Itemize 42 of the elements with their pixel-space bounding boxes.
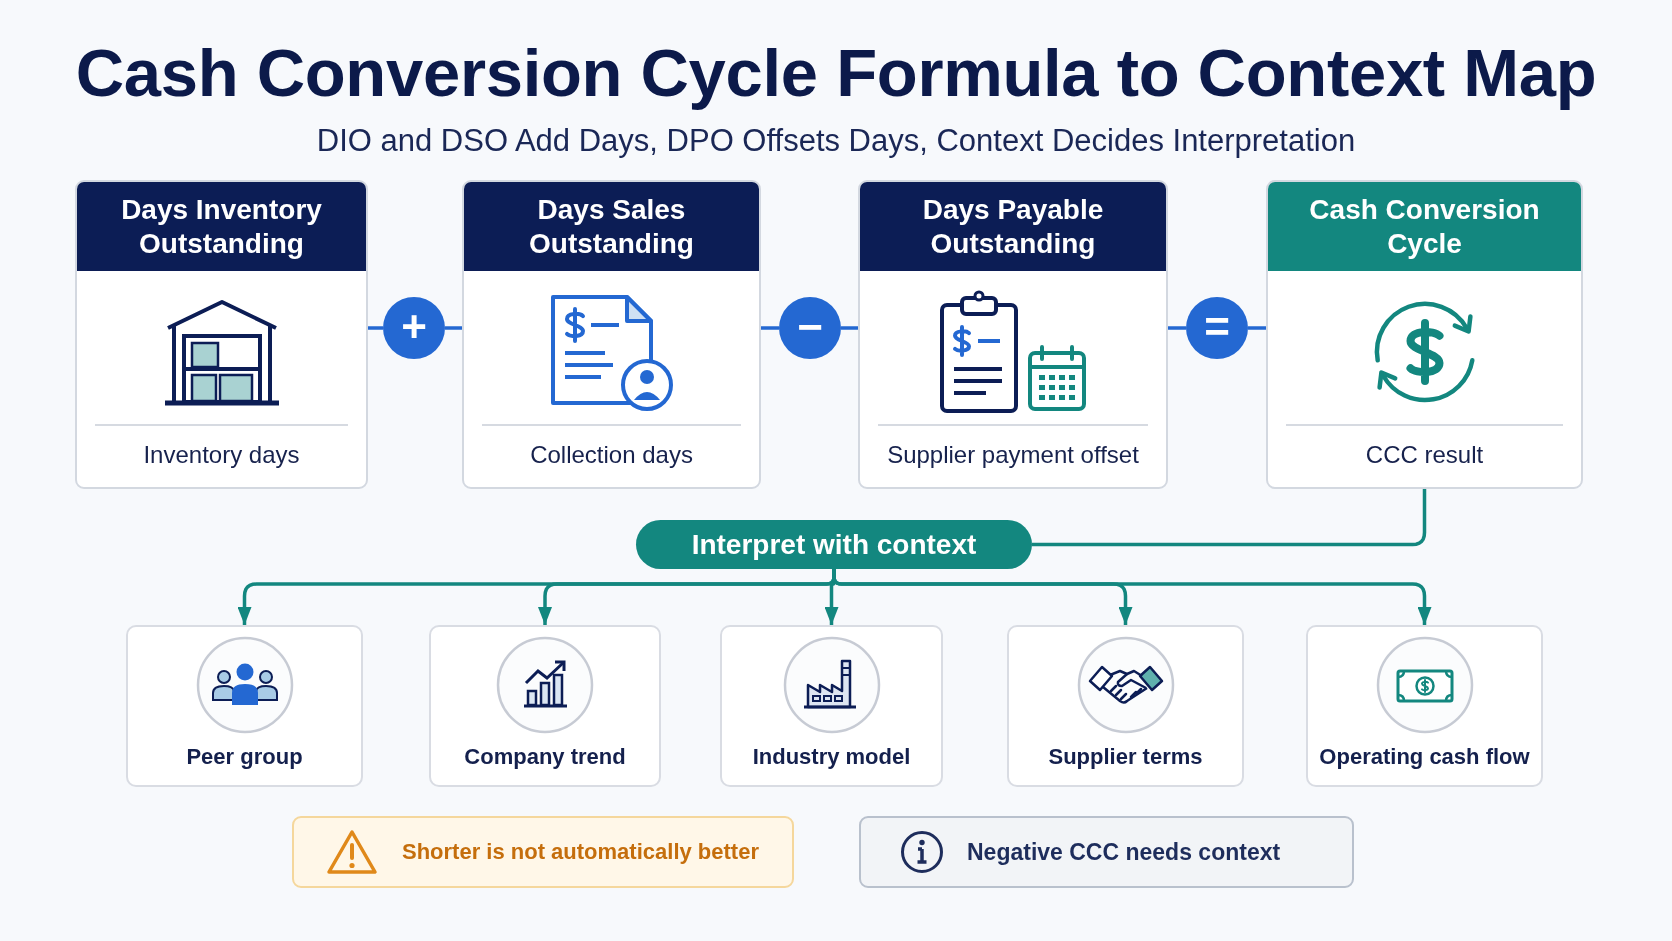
connector-line <box>841 326 858 330</box>
context-label: Peer group <box>186 743 303 771</box>
context-card <box>720 625 943 787</box>
card-caption: Inventory days <box>143 440 300 470</box>
operator-sign: = <box>1204 304 1230 349</box>
connector-line <box>368 326 383 330</box>
operator-circle <box>1186 297 1248 359</box>
diagram-title: Cash Conversion Cycle Formula to Context Map <box>75 34 1597 112</box>
connector-line <box>1168 326 1186 330</box>
metric-card <box>858 180 1168 489</box>
operator-circle <box>383 297 445 359</box>
metric-card <box>462 180 761 489</box>
card-caption: Supplier payment offset <box>887 440 1139 470</box>
card-caption: Collection days <box>530 440 693 470</box>
card-header: Cash Conversion Cycle <box>1268 182 1581 271</box>
metric-card <box>75 180 368 489</box>
warning-note <box>292 816 794 888</box>
card-caption: CCC result <box>1365 440 1484 470</box>
operator-sign: − <box>797 304 823 349</box>
context-card <box>1306 625 1543 787</box>
context-card <box>126 625 363 787</box>
context-label: Supplier terms <box>1048 743 1203 771</box>
operator-sign: + <box>401 304 427 349</box>
note-text: Negative CCC needs context <box>967 838 1281 866</box>
connector-line <box>1032 489 1427 547</box>
context-card <box>1007 625 1244 787</box>
info-note <box>859 816 1354 888</box>
card-header: Days Inventory Outstanding <box>77 182 366 271</box>
card-header: Days Payable Outstanding <box>860 182 1166 271</box>
metric-card <box>1266 180 1583 489</box>
context-card <box>429 625 661 787</box>
operator-circle <box>779 297 841 359</box>
connector-line <box>1248 326 1266 330</box>
context-label: Operating cash flow <box>1319 743 1530 771</box>
context-label: Company trend <box>464 743 626 771</box>
step-pill: Interpret with context <box>636 520 1032 569</box>
diagram-subtitle: DIO and DSO Add Days, DPO Offsets Days, Context Decides Interpretation <box>316 123 1356 159</box>
connector-line <box>445 326 462 330</box>
note-text: Shorter is not automatically better <box>402 838 759 866</box>
context-label: Industry model <box>752 743 911 771</box>
connector-line <box>761 326 779 330</box>
card-header: Days Sales Outstanding <box>464 182 759 271</box>
